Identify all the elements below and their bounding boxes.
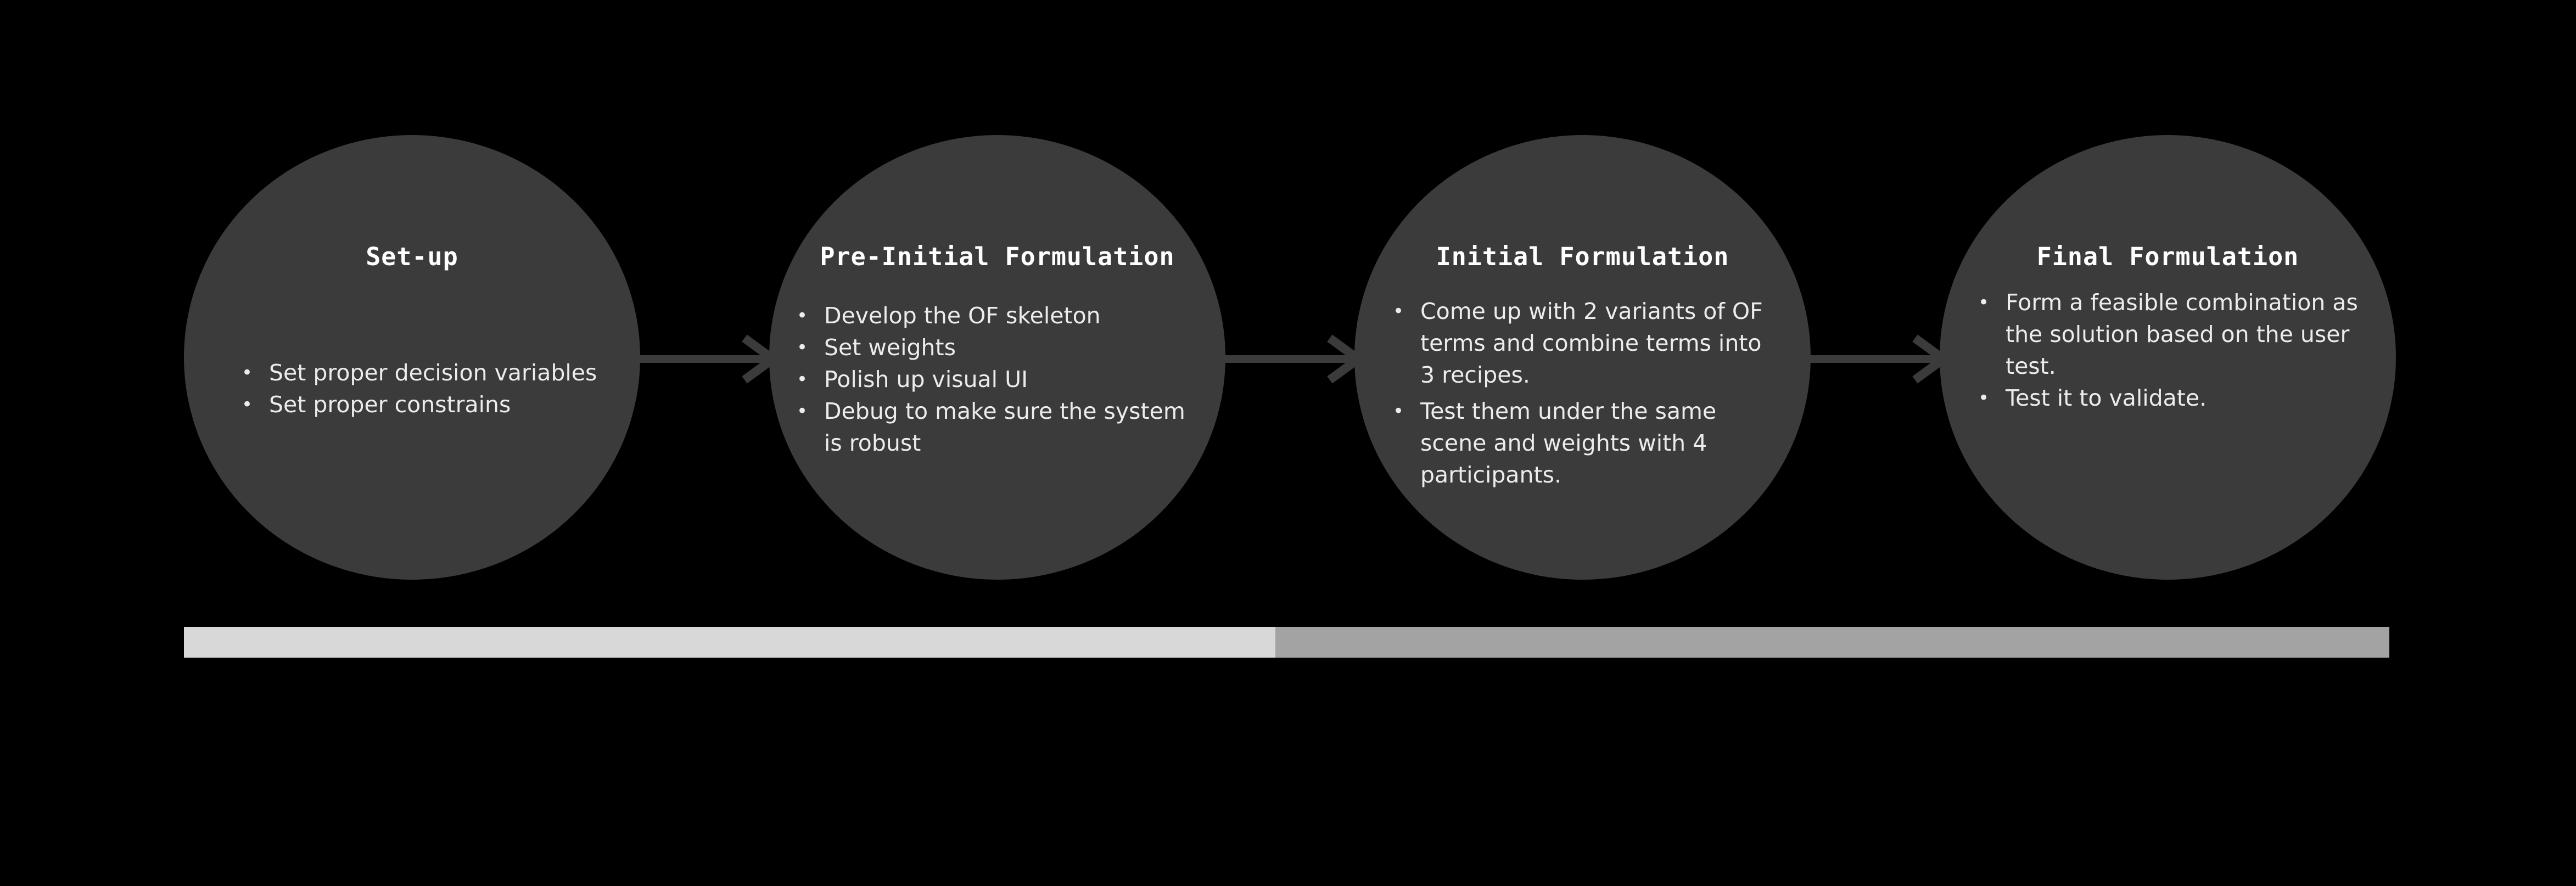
stage-bullet-list: Develop the OF skeleton Set weights Poli… [797, 300, 1203, 459]
list-item: Test it to validate. [1978, 382, 2368, 414]
stage-title: Pre-Initial Formulation [820, 242, 1175, 271]
stage-setup: Set-up Set proper decision variables Set… [184, 135, 640, 580]
list-item: Debug to make sure the system is robust [797, 395, 1203, 459]
stage-final-formulation: Final Formulation Form a feasible combin… [1940, 135, 2396, 580]
connector-3-4 [1807, 355, 1939, 363]
list-item: Set proper constrains [242, 389, 615, 420]
list-item: Polish up visual UI [797, 363, 1203, 395]
stage-bullet-list: Set proper decision variables Set proper… [242, 357, 615, 420]
list-item: Come up with 2 variants of OF terms and … [1393, 295, 1777, 391]
connector-2-3 [1222, 355, 1354, 363]
stage-title: Initial Formulation [1436, 242, 1729, 271]
list-item: Set weights [797, 332, 1203, 363]
list-item: Form a feasible combination as the solut… [1978, 287, 2368, 382]
list-item: Set proper decision variables [242, 357, 615, 389]
stage-title: Final Formulation [2036, 242, 2299, 271]
connector-1-2 [637, 355, 769, 363]
stage-pre-initial-formulation: Pre-Initial Formulation Develop the OF s… [769, 135, 1225, 580]
stage-bullet-list: Form a feasible combination as the solut… [1978, 287, 2368, 414]
list-item: Test them under the same scene and weigh… [1393, 395, 1777, 491]
stage-initial-formulation: Initial Formulation Come up with 2 varia… [1354, 135, 1811, 580]
progress-bar [184, 627, 2389, 658]
list-item: Develop the OF skeleton [797, 300, 1203, 332]
stage-bullet-list: Come up with 2 variants of OF terms and … [1393, 295, 1777, 491]
stage-title: Set-up [366, 242, 458, 271]
progress-bar-fill [184, 627, 1276, 658]
